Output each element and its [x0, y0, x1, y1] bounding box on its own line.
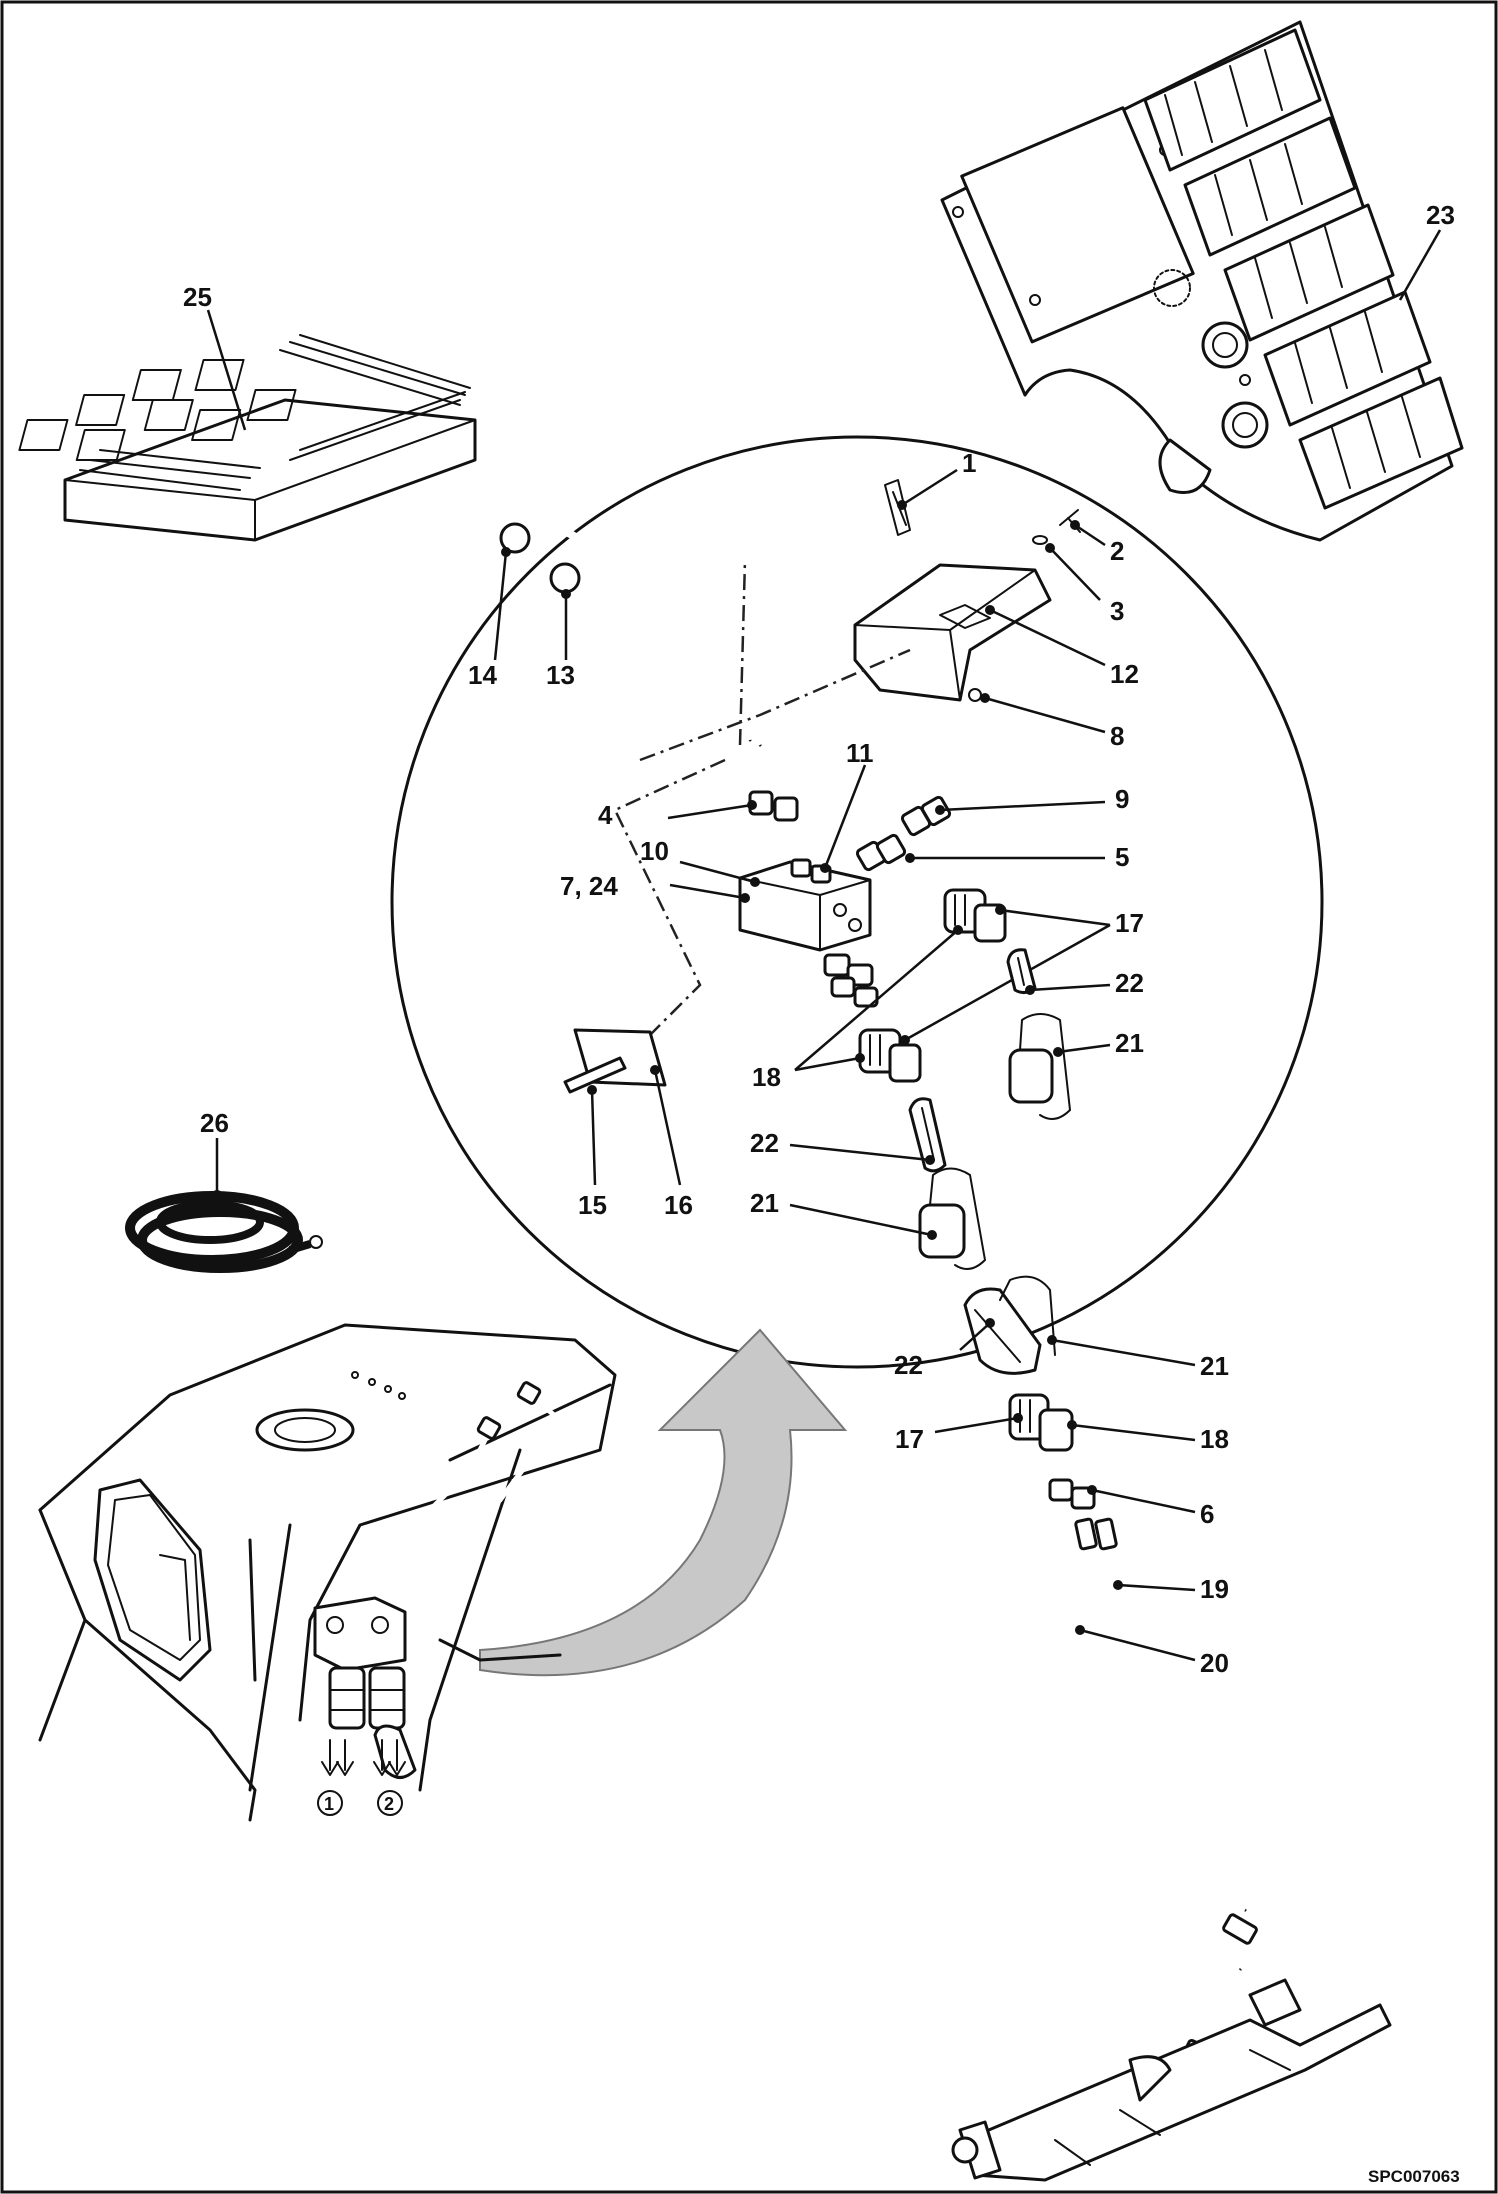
callout-25: 25 [183, 282, 212, 312]
centerline-a [639, 648, 911, 762]
detail-arrow [479, 1328, 848, 1677]
detail-circle [390, 435, 1324, 1369]
pipes-13-14 [499, 514, 764, 747]
callout-13: 13 [546, 660, 575, 690]
callout-19: 19 [1200, 1574, 1229, 1604]
bracket-12 [853, 563, 1052, 702]
callout-12: 12 [1110, 659, 1139, 689]
callout-17-b: 17 [895, 1424, 924, 1454]
callout-21-c: 21 [1200, 1351, 1229, 1381]
machine-body [38, 1323, 617, 1822]
fittings-9 [900, 795, 952, 837]
circled-marker-1: 1 [317, 1790, 343, 1816]
nut-8 [968, 688, 982, 702]
plug-21-right [1008, 1013, 1071, 1120]
plug-21-left [918, 1167, 986, 1270]
callout-8: 8 [1110, 721, 1124, 751]
callout-14: 14 [468, 660, 497, 690]
valve-outlet-fittings [823, 953, 879, 1008]
washer-3 [1032, 535, 1048, 545]
callout-16: 16 [664, 1190, 693, 1220]
callout-9: 9 [1115, 784, 1129, 814]
callout-18-a: 18 [752, 1062, 781, 1092]
switch-panel-23 [940, 20, 1464, 542]
fittings-5 [855, 833, 907, 872]
quick-coupler-assembly [951, 1275, 1392, 2182]
cap-22-left [908, 1097, 947, 1173]
drawing-code: SPC007063 [1368, 2167, 1460, 2186]
callout-20: 20 [1200, 1648, 1229, 1678]
callout-23: 23 [1426, 200, 1455, 230]
cap-22-right [1006, 948, 1037, 995]
callout-10: 10 [640, 836, 669, 866]
callout-4: 4 [598, 800, 613, 830]
callout-22-a: 22 [1115, 968, 1144, 998]
callout-21-b: 21 [750, 1188, 779, 1218]
callout-21-a: 21 [1115, 1028, 1144, 1058]
callout-18-b: 18 [1200, 1424, 1229, 1454]
callout-1: 1 [962, 448, 976, 478]
callout-26: 26 [200, 1108, 229, 1138]
coupler-18-lower [858, 1028, 922, 1083]
callout-15: 15 [578, 1190, 607, 1220]
callout-11: 11 [846, 738, 874, 768]
circled-marker-2: 2 [377, 1790, 403, 1816]
callout-5: 5 [1115, 842, 1129, 872]
callout-22-b: 22 [750, 1128, 779, 1158]
callout-3: 3 [1110, 596, 1124, 626]
callout-6: 6 [1200, 1499, 1214, 1529]
callout-17-a: 17 [1115, 908, 1144, 938]
fittings-4 [748, 790, 799, 822]
callout-7-24: 7, 24 [560, 871, 618, 901]
callout-22-c: 22 [894, 1350, 923, 1380]
plate-15-16 [563, 1028, 667, 1094]
svg-text:1: 1 [324, 1794, 334, 1814]
callout-2: 2 [1110, 536, 1124, 566]
centerline-b [613, 758, 726, 1061]
hose-coil-26 [125, 1191, 323, 1273]
svg-text:2: 2 [384, 1794, 394, 1814]
relay-box-25 [18, 334, 477, 542]
valve-block-10 [738, 858, 872, 952]
